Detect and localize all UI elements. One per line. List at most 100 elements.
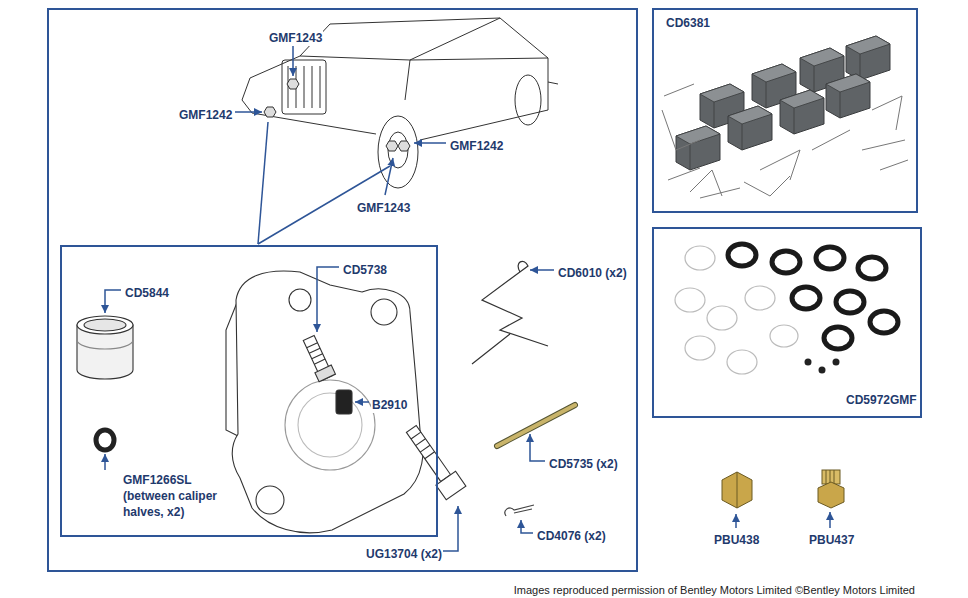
caliper-drawing: [307, 343, 325, 364]
part-number: CD5972GMF: [845, 392, 918, 408]
part-panel: CD5972GMF: [652, 227, 922, 418]
leader-arrow: [829, 512, 831, 528]
piston-drawing: [77, 340, 133, 349]
pad-fittings: [662, 84, 908, 198]
caliper-drawing: [371, 299, 397, 325]
car-sketch: [515, 75, 541, 125]
part-number: CD6010 (x2): [557, 265, 628, 281]
seal-kit: [770, 325, 798, 347]
pad-pin: [497, 405, 575, 446]
split-pin: [505, 505, 534, 516]
car-sketch: [386, 141, 398, 151]
part-number: GMF1243: [268, 30, 323, 46]
seal-kit: [772, 251, 800, 273]
car-sketch: [398, 141, 410, 151]
part-number: GMF1242: [178, 107, 233, 123]
part-panel: CD6381: [652, 8, 918, 213]
text-holder: CD6010 (x2): [557, 263, 628, 281]
pipe-fitting: [818, 482, 844, 508]
seal-kit: [675, 244, 898, 374]
leader-arrow: [235, 111, 262, 113]
pad-fittings: [662, 84, 722, 196]
label-holder: PBU437: [808, 530, 855, 548]
caliper-drawing: [285, 380, 375, 470]
brake-pads: [728, 106, 772, 150]
text-holder: B2910: [371, 395, 408, 413]
brake-pads: [780, 90, 824, 134]
leader-arrow: [355, 401, 369, 403]
text-holder: CD5738: [342, 260, 388, 278]
pipe-fitting: [722, 470, 844, 508]
part-number: CD4076 (x2): [536, 528, 607, 544]
part-number: GMF1242: [449, 138, 504, 154]
part-number: CD5738: [342, 262, 388, 278]
piston-drawing: [77, 316, 133, 334]
part-number: UG13704 (x2): [365, 546, 443, 562]
spring-clip: [472, 261, 548, 364]
text-holder: GMF1242: [178, 105, 233, 123]
text-holder: UG13704 (x2): [365, 544, 443, 562]
text-holder: CD6381: [665, 13, 711, 31]
text-holder: GMF1242: [449, 136, 504, 154]
caliper-drawing: [315, 365, 336, 382]
leader-arrow: [105, 46, 830, 551]
piston-drawing: [84, 319, 126, 331]
bracket-line: [258, 122, 390, 244]
seal-kit: [728, 244, 756, 266]
seal-kit: [816, 247, 844, 269]
car-sketch: [378, 116, 418, 188]
caliper-drawing: [289, 289, 311, 311]
spring-clip: [472, 261, 548, 364]
caliper-drawing: [232, 271, 423, 533]
part-number: GMF1243: [356, 200, 411, 216]
leader-arrow: [530, 434, 545, 461]
label-holder: Images reproduced permission of Bentley …: [513, 580, 916, 598]
seal-kit: [824, 327, 852, 349]
caliper-drawing: [411, 432, 435, 459]
seal-kit: [745, 286, 775, 310]
pad-fittings: [700, 176, 790, 198]
car-sketch: [242, 18, 558, 140]
part-number: B2910: [371, 397, 408, 413]
text-holder: GMF1266SL (between caliper halves, x2): [122, 472, 230, 520]
text-holder: CD5844: [124, 283, 170, 301]
seal-kit: [707, 306, 737, 330]
part-panel: CD5738CD5844B2910GMF1266SL (between cali…: [47, 8, 638, 572]
part-number: CD5735 (x2): [548, 456, 619, 472]
car-sketch: [242, 18, 558, 188]
leader-arrow: [440, 506, 458, 551]
part-number: CD6381: [665, 15, 711, 31]
pad-fittings: [760, 96, 908, 180]
caliper-drawing: [301, 334, 336, 381]
seal-kit: [858, 257, 886, 279]
text-holder: CD5972GMF: [845, 390, 918, 408]
brake-pads: [676, 126, 720, 170]
part-number: CD5844: [124, 285, 170, 301]
caliper-drawing: [406, 426, 450, 482]
leader-arrow: [292, 46, 294, 76]
seal-kit: [805, 359, 812, 366]
caliper-drawing: [226, 271, 466, 533]
pipe-fitting: [737, 472, 738, 508]
pad-pin: [497, 405, 575, 446]
leader-arrow: [317, 267, 339, 332]
leader-arrow: [105, 290, 121, 313]
seal-kit: [792, 287, 820, 309]
seal-kit: [675, 288, 705, 312]
caliper-drawing: [336, 390, 352, 414]
part-number: PBU438: [713, 532, 760, 548]
seal-kit: [685, 246, 715, 270]
label-holder: PBU438: [713, 530, 760, 548]
leader-arrow: [385, 158, 393, 195]
seal-kit: [870, 311, 898, 333]
leader-arrow: [735, 514, 737, 528]
caliper-drawing: [256, 486, 284, 514]
seal-kit: [836, 291, 864, 313]
pipe-fitting: [722, 472, 752, 508]
brake-pads: [676, 36, 890, 170]
car-sketch: [282, 60, 326, 114]
pipe-fitting: [826, 470, 834, 484]
split-pin: [505, 505, 534, 516]
bracket-line: [258, 122, 268, 244]
